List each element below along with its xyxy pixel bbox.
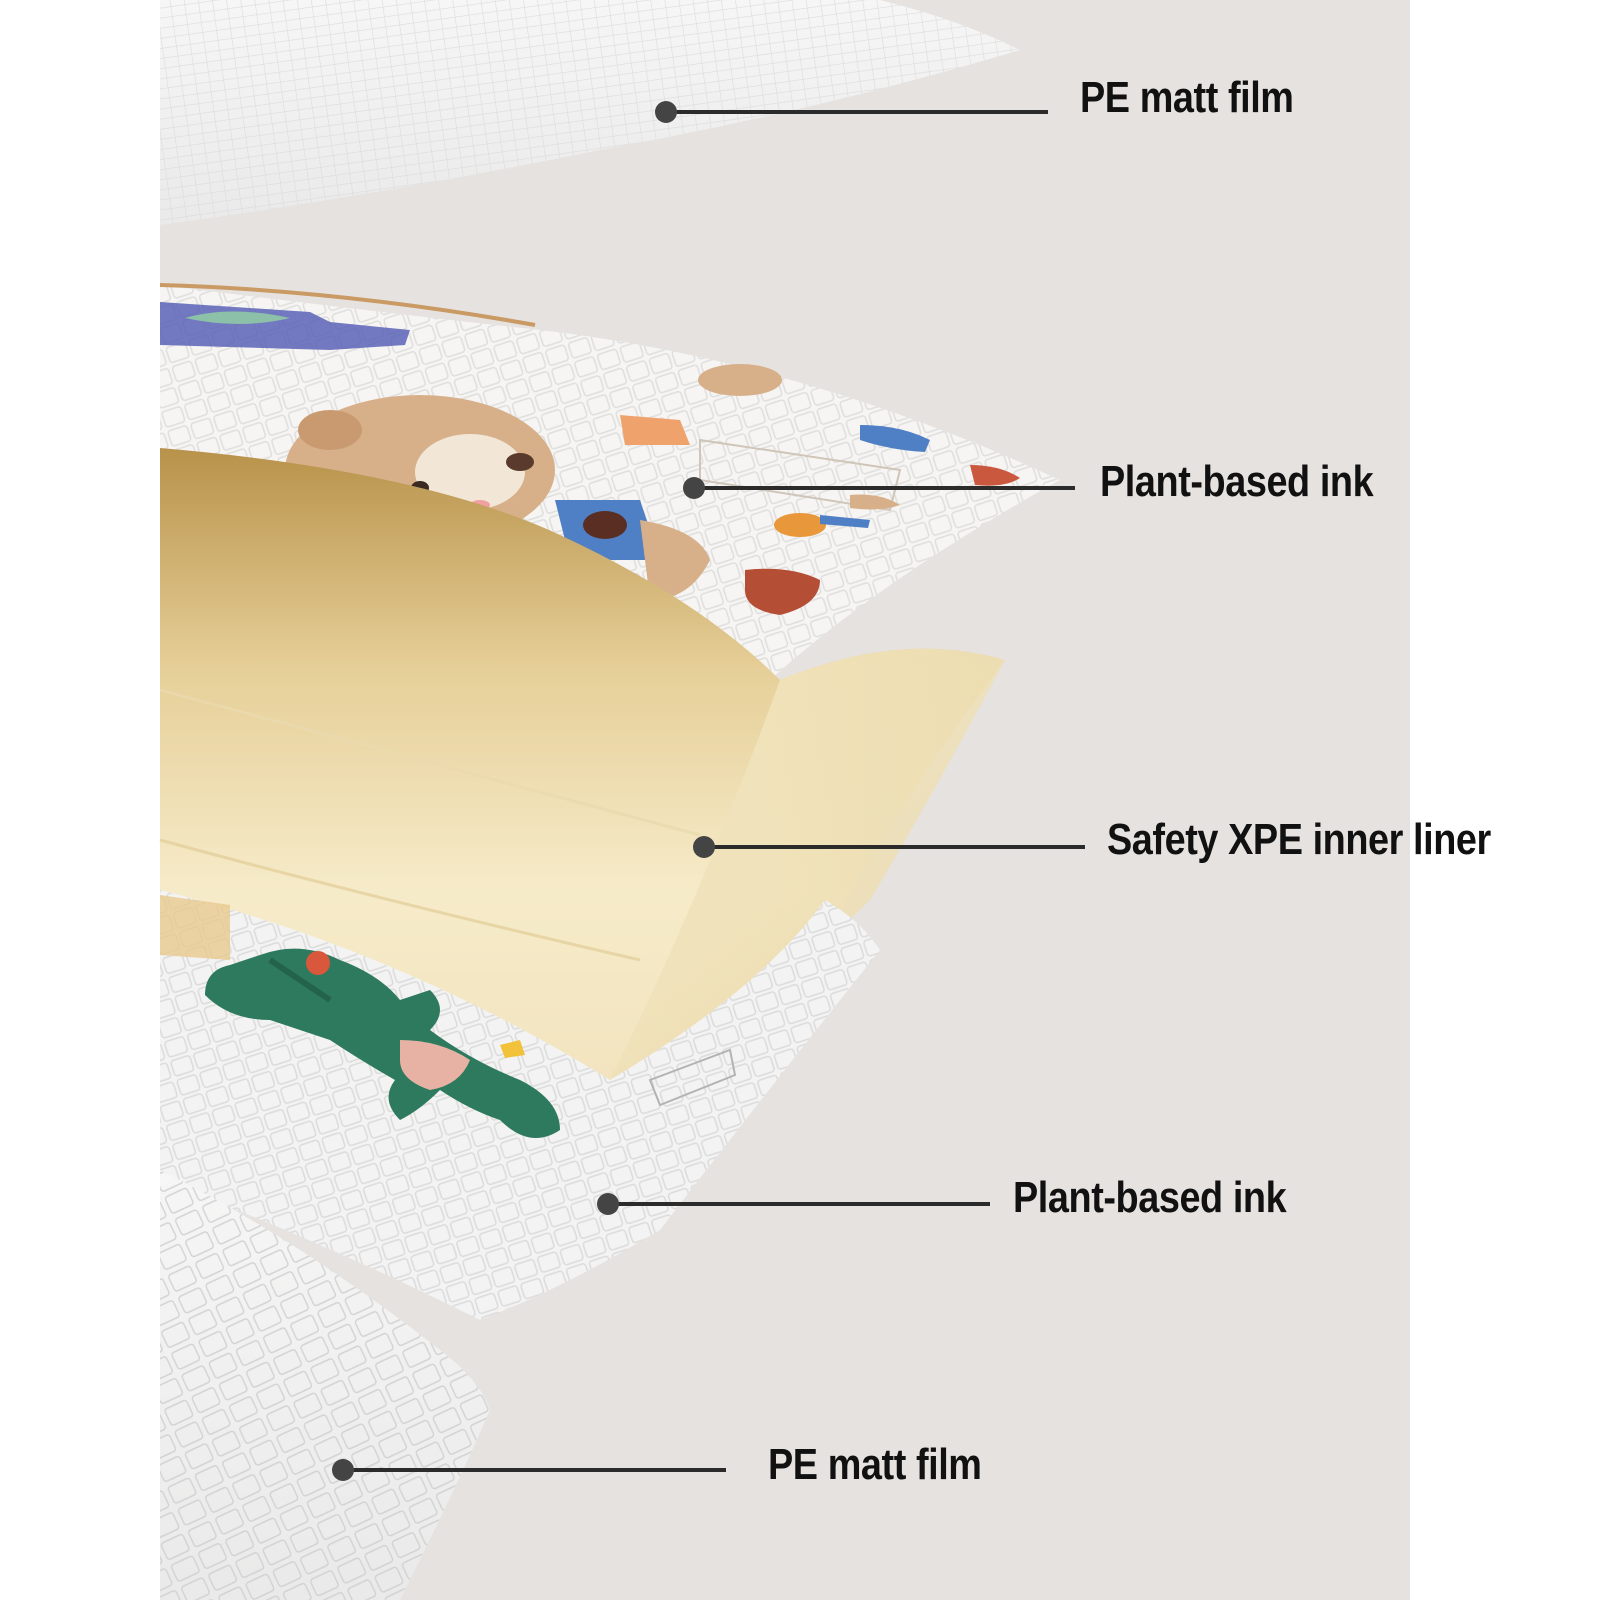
leader-line-bottom-film <box>332 1459 726 1481</box>
label-top-film: PE matt film <box>1080 73 1294 122</box>
top-film-sheet <box>160 0 1020 225</box>
bottom-ink-sheet <box>160 890 880 1320</box>
label-xpe-liner: Safety XPE inner liner <box>1107 815 1491 864</box>
label-bottom-ink: Plant-based ink <box>1013 1173 1287 1222</box>
xpe-liner-block <box>159 448 1005 1080</box>
leader-line-top-film <box>655 101 1048 123</box>
bottom-film-sheet <box>160 1170 490 1600</box>
leader-line-top-ink <box>683 477 1075 499</box>
green-bear-illustration <box>205 948 560 1138</box>
label-bottom-film: PE matt film <box>768 1440 982 1489</box>
label-top-ink: Plant-based ink <box>1100 457 1374 506</box>
leader-line-xpe-liner <box>693 836 1085 858</box>
leader-line-bottom-ink <box>597 1193 990 1215</box>
small-characters-illustration <box>620 364 1020 537</box>
